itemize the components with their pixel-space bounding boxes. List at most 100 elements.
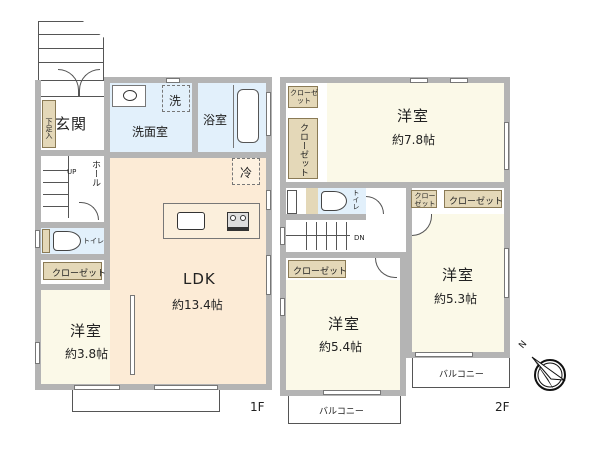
wall (104, 152, 272, 158)
window (280, 298, 285, 316)
entrance-label: 玄関 (55, 115, 88, 133)
western-room-size: 約3.8帖 (65, 347, 109, 361)
wall (406, 182, 412, 357)
hall-label: ホール (90, 160, 100, 187)
window (130, 295, 135, 375)
fridge-space: 冷 (232, 158, 260, 185)
stove-icon (227, 212, 249, 231)
wall (280, 252, 406, 258)
closet-e: クローゼット (288, 260, 348, 278)
wall (280, 77, 510, 83)
western-room-c-size: 約5.3帖 (434, 292, 478, 306)
ldk-size: 約13.4帖 (172, 298, 223, 312)
closet-b-label: クローゼット (298, 123, 308, 177)
window (504, 122, 509, 170)
hallway-2f (366, 188, 406, 252)
washroom-label: 洗面室 (132, 125, 169, 139)
western-room-a-size: 約7.8帖 (392, 133, 436, 147)
stairs-up-label: UP (67, 168, 77, 176)
floor-1f-label: 1F (250, 400, 265, 414)
toilet-icon (53, 231, 81, 251)
wall (35, 150, 110, 156)
room-ldk: 冷 LDK 約13.4帖 (110, 158, 266, 384)
fridge-label: 冷 (240, 166, 253, 180)
window (280, 227, 285, 245)
balcony-a: バルコニー (288, 396, 401, 424)
wall (280, 214, 410, 220)
western-room-a-label: 洋室 (397, 107, 430, 125)
western-room-b-label: 洋室 (328, 315, 361, 333)
bathroom-label: 浴室 (203, 113, 228, 127)
window (35, 342, 40, 364)
window (266, 92, 271, 136)
stairs-down (286, 220, 350, 252)
floor-2f-label: 2F (495, 400, 510, 414)
balcony-b-label: バルコニー (439, 370, 484, 380)
room-washroom: 洗 洗面室 (110, 83, 192, 152)
storage-small (287, 190, 297, 214)
floor-plan-2f: 洋室 約7.8帖 クローゼット クローゼット トイレ DN クローゼット クロー… (275, 0, 520, 430)
wall (504, 77, 510, 357)
wall (35, 284, 135, 290)
balcony-a-label: バルコニー (319, 407, 364, 417)
window (410, 78, 428, 83)
wall (104, 77, 110, 157)
window (450, 78, 468, 83)
ldk-label: LDK (183, 270, 216, 288)
room-western-5-4: 洋室 約5.4帖 (286, 280, 400, 390)
toilet-2f-door[interactable] (366, 196, 384, 214)
wall (400, 252, 406, 395)
sink-icon (112, 85, 146, 107)
room-toilet: トイレ (41, 228, 104, 254)
kitchen-island (163, 203, 260, 239)
window (504, 248, 509, 298)
kitchen-sink-icon (177, 212, 205, 230)
closet-d-label: クローゼット (449, 197, 504, 207)
closet-c: クローゼット (411, 190, 437, 208)
stairs-up (43, 156, 69, 218)
closet: クローゼット (43, 262, 106, 280)
entry-steps (38, 21, 104, 81)
closet-a: クローゼット (288, 86, 318, 108)
window (154, 385, 218, 390)
closet-d: クローゼット (444, 190, 504, 208)
wall (35, 222, 110, 228)
wall (266, 77, 272, 390)
room-western-5-3: 洋室 約5.3帖 (412, 214, 504, 352)
stairs-down-label: DN (354, 234, 365, 242)
washer-label: 洗 (169, 94, 182, 108)
window (323, 390, 381, 395)
closet-c-label: クローゼット (414, 192, 436, 208)
closet-a-label: クローゼット (290, 89, 318, 105)
closet-e-label: クローゼット (293, 267, 348, 277)
toilet-icon (321, 191, 347, 211)
western-room-c-label: 洋室 (442, 266, 475, 284)
western-room-label: 洋室 (70, 322, 103, 340)
toilet-door[interactable] (79, 202, 99, 220)
room-toilet-2f: トイレ (306, 188, 366, 214)
closet-wall-fill (318, 83, 327, 182)
room-western-7-8: 洋室 約7.8帖 (327, 83, 504, 182)
room-hall: UP ホール (41, 156, 104, 222)
closet-label: クローゼット (52, 269, 107, 279)
wall (192, 77, 198, 152)
terrace (72, 390, 220, 412)
shoe-storage-label: 下足入 (45, 118, 53, 139)
window (266, 255, 271, 295)
closet-b: クローゼット (288, 118, 318, 179)
closet-area: クローゼット (41, 260, 106, 284)
balcony-b: バルコニー (412, 358, 510, 388)
window (74, 385, 120, 390)
closet-e-bg (286, 258, 288, 280)
entry-door[interactable] (58, 69, 100, 96)
room-door[interactable] (412, 214, 432, 236)
bathtub-icon (233, 85, 263, 148)
wall (104, 152, 110, 387)
room-bathroom: 浴室 (198, 83, 266, 152)
toilet-2f-label: トイレ (352, 189, 360, 210)
room-door[interactable] (375, 258, 397, 278)
wall (280, 182, 510, 188)
toilet-label: トイレ (83, 237, 104, 245)
washer-space: 洗 (162, 85, 190, 112)
window (35, 230, 40, 248)
